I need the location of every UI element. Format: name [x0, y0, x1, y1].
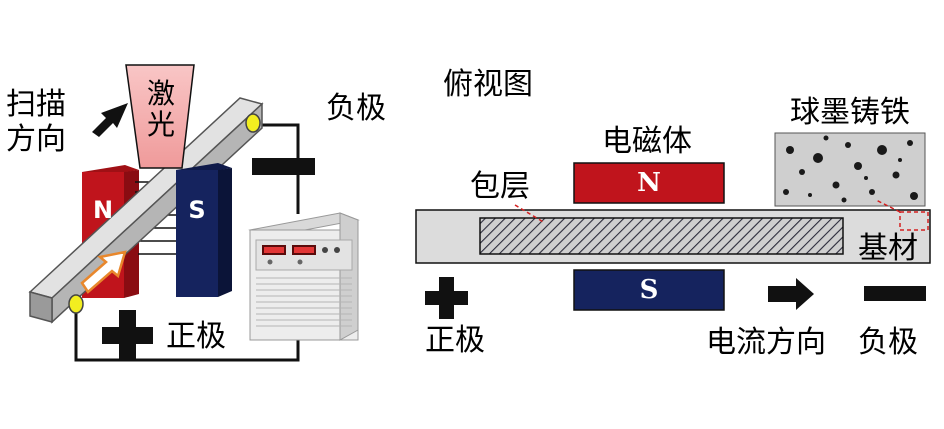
negative-label-right: 负极	[858, 325, 918, 360]
magnet-s-3d	[176, 163, 232, 297]
negative-label-left: 负极	[326, 91, 386, 126]
scan-direction-label-line2: 方向	[6, 122, 66, 157]
magnet-n-3d-label: N	[92, 196, 114, 224]
current-arrow-hollow	[80, 250, 127, 294]
substrate-label: 基材	[858, 231, 918, 266]
terminal-top	[245, 113, 261, 133]
terminal-bottom	[68, 294, 84, 314]
electromagnet-n	[573, 162, 725, 204]
minus-sign-right	[864, 286, 926, 301]
laser-label-line1: 激	[147, 77, 176, 110]
electromagnet-s-label: S	[639, 275, 659, 305]
electromagnet-s	[573, 269, 725, 311]
electromagnet-n-label: N	[637, 168, 661, 198]
current-direction-label: 电流方向	[706, 325, 826, 360]
ductile-iron-micrograph	[774, 132, 926, 207]
scan-direction-label-line1: 扫描	[6, 87, 66, 122]
laser-beam	[125, 64, 195, 169]
plus-sign-right	[425, 277, 468, 319]
scan-direction-arrow	[92, 103, 128, 137]
ductile-iron-label: 球墨铸铁	[790, 95, 910, 130]
plus-sign-left	[102, 310, 153, 361]
laser-label-line2: 光	[147, 108, 176, 141]
positive-label-right: 正极	[425, 323, 485, 358]
electromagnet-label: 电磁体	[602, 124, 692, 159]
ductile-iron-callout	[875, 199, 929, 231]
cladding-label: 包层	[470, 169, 530, 204]
positive-label-left: 正极	[166, 319, 226, 354]
cladding-leader	[514, 204, 546, 224]
minus-sign-left	[252, 158, 315, 175]
circuit-wires	[74, 123, 300, 362]
current-direction-arrow	[768, 278, 814, 310]
cladding-layer	[479, 217, 844, 255]
power-supply	[248, 212, 360, 341]
top-view-label: 俯视图	[443, 67, 533, 102]
magnet-s-3d-label: S	[188, 196, 206, 224]
